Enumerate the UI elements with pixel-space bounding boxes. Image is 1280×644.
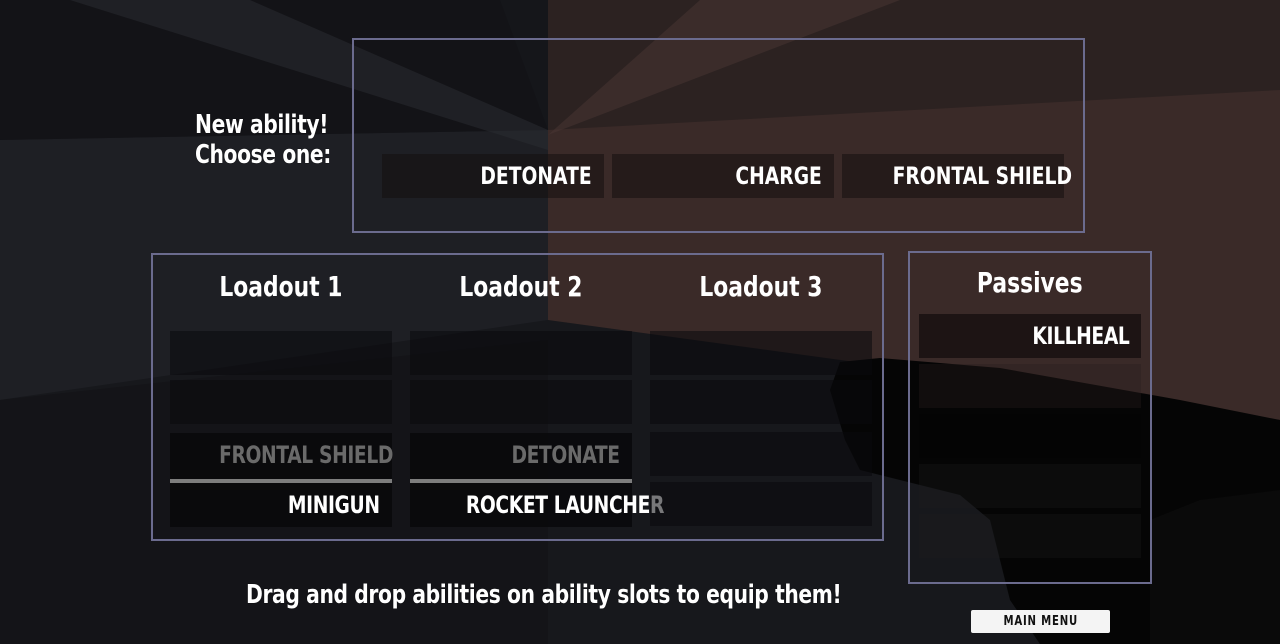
choice-detonate[interactable]: DETONATE [382, 154, 604, 198]
loadout-3-slot-3[interactable] [650, 432, 872, 476]
prompt-line-2: Choose one: [195, 140, 332, 170]
drag-drop-hint: Drag and drop abilities on ability slots… [246, 580, 842, 610]
gun-silhouette-icon [830, 358, 1280, 644]
loadout-3-slot-4[interactable] [650, 482, 872, 526]
loadout-3-title: Loadout 3 [699, 270, 823, 303]
passive-slot-1[interactable]: KILLHEAL [919, 314, 1141, 358]
loadout-1-slot-4[interactable]: MINIGUN [170, 483, 392, 527]
passive-slot-3[interactable] [919, 414, 1141, 458]
loadout-2-slot-3[interactable]: DETONATE [410, 433, 632, 483]
passives-title: Passives [977, 266, 1083, 299]
prompt-line-1: New ability! [195, 110, 329, 140]
loadout-3-slot-1[interactable] [650, 331, 872, 375]
passive-slot-5[interactable] [919, 514, 1141, 558]
loadouts-panel [151, 253, 884, 541]
loadout-1-slot-2[interactable] [170, 380, 392, 424]
loadout-2-slot-2[interactable] [410, 380, 632, 424]
passive-slot-2[interactable] [919, 364, 1141, 408]
main-menu-button[interactable]: MAIN MENU [971, 610, 1110, 633]
loadout-1-slot-3[interactable]: FRONTAL SHIELD [170, 433, 393, 483]
passives-panel [908, 251, 1152, 584]
choice-charge[interactable]: CHARGE [612, 154, 834, 198]
loadout-3-slot-2[interactable] [650, 380, 872, 424]
loadout-1-slot-1[interactable] [170, 331, 392, 375]
loadout-2-slot-1[interactable] [410, 331, 632, 375]
loadout-1-title: Loadout 1 [219, 270, 343, 303]
loadout-2-title: Loadout 2 [459, 270, 583, 303]
loadout-2-slot-4[interactable]: ROCKET LAUNCHER [410, 483, 664, 527]
choice-frontal-shield[interactable]: FRONTAL SHIELD [842, 154, 1072, 198]
ability-choices-panel [352, 38, 1085, 233]
passive-slot-4[interactable] [919, 464, 1141, 508]
new-ability-prompt: New ability! Choose one: [195, 110, 369, 170]
